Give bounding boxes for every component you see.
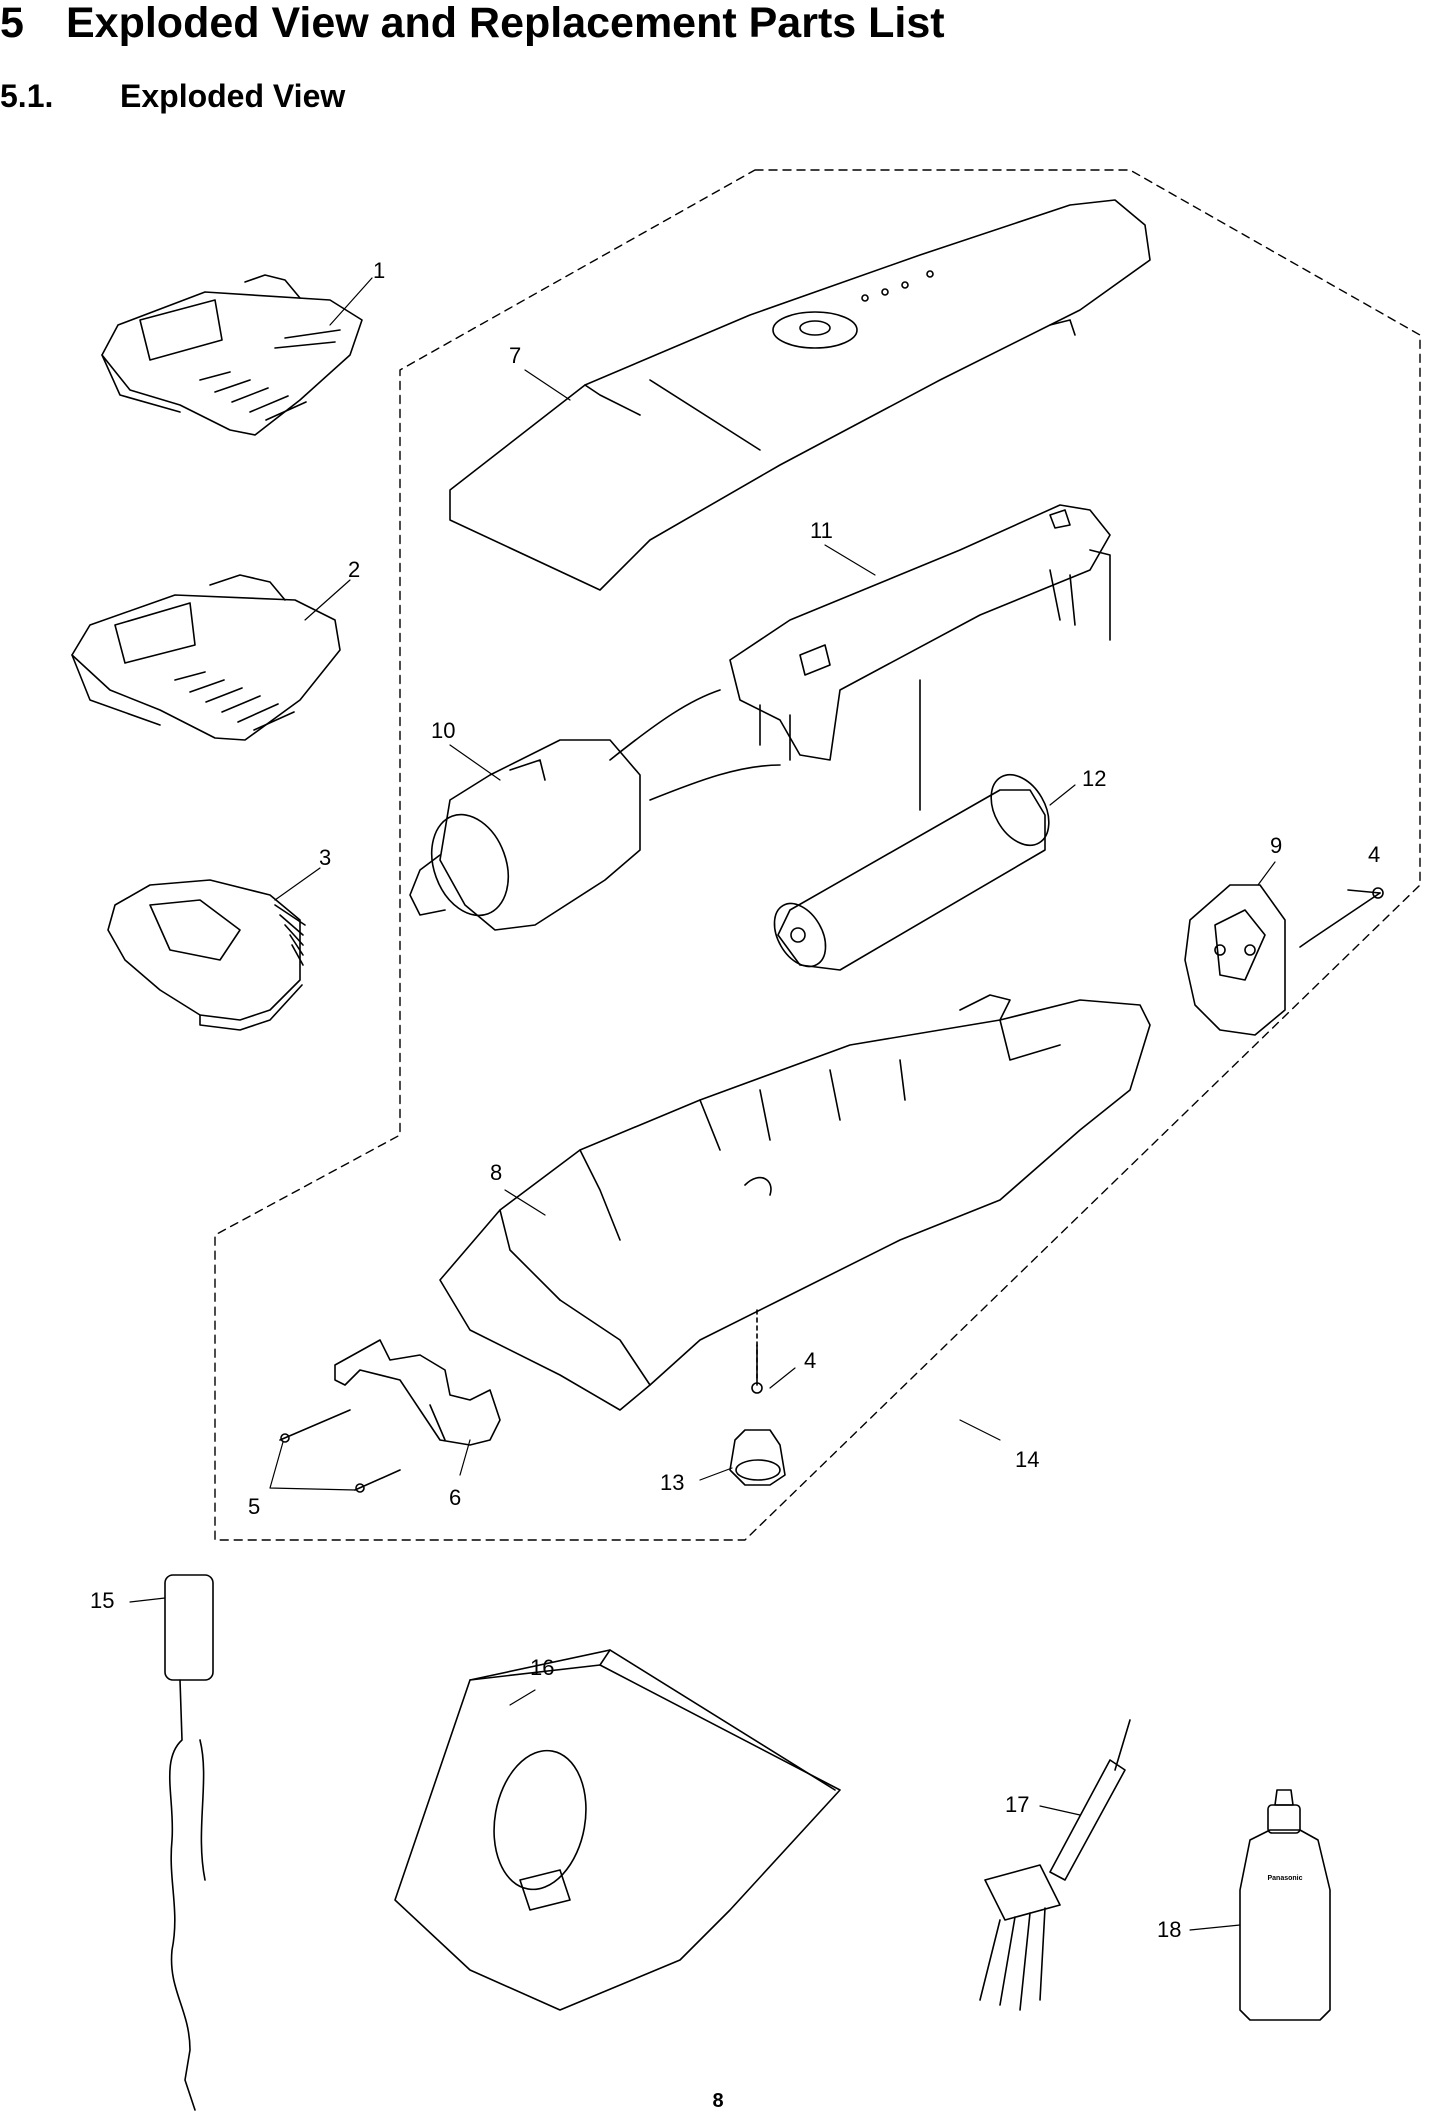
circuit-board-11 bbox=[729, 504, 1111, 811]
battery-12 bbox=[773, 773, 1050, 971]
callout-18: 18 bbox=[1157, 1917, 1181, 1942]
callout-9: 9 bbox=[1270, 833, 1282, 858]
callout-15: 15 bbox=[90, 1588, 114, 1613]
cleaning-brush-17 bbox=[979, 1719, 1131, 2011]
bracket-6 bbox=[334, 1339, 501, 1446]
callout-10: 10 bbox=[431, 718, 455, 743]
bottle-label: Panasonic bbox=[1267, 1875, 1302, 1882]
callout-3: 3 bbox=[319, 845, 331, 870]
callout-11: 11 bbox=[810, 518, 833, 543]
lower-case-8 bbox=[439, 994, 1151, 1411]
section-title: Exploded View and Replacement Parts List bbox=[66, 0, 945, 47]
callout-13: 13 bbox=[660, 1470, 684, 1495]
section-number: 5 bbox=[0, 0, 24, 47]
comb-attachment-1 bbox=[101, 274, 363, 436]
assembly-boundary bbox=[214, 169, 1421, 1541]
callout-17: 17 bbox=[1005, 1792, 1029, 1817]
end-cap-9 bbox=[1184, 884, 1286, 1036]
callout-6: 6 bbox=[449, 1485, 461, 1510]
callout-7: 7 bbox=[509, 343, 521, 368]
screw-4-top bbox=[1299, 887, 1384, 948]
screw-4-bottom bbox=[751, 1309, 763, 1394]
screw-5-upper bbox=[279, 1409, 351, 1443]
leader-lines bbox=[129, 277, 1276, 1931]
charging-stand-16 bbox=[394, 1649, 841, 2011]
callout-5: 5 bbox=[248, 1494, 260, 1519]
blade-assembly-3 bbox=[107, 879, 306, 1031]
callout-1: 1 bbox=[373, 258, 385, 283]
top-cover-7 bbox=[449, 199, 1151, 591]
motor-10 bbox=[409, 689, 781, 931]
ac-adapter-15 bbox=[164, 1574, 214, 2111]
callout-16: 16 bbox=[530, 1655, 554, 1680]
screw-5-lower bbox=[354, 1469, 401, 1493]
subsection-number: 5.1. bbox=[0, 78, 54, 114]
callout-12: 12 bbox=[1082, 766, 1106, 791]
subsection-title: Exploded View bbox=[120, 78, 346, 114]
callout-4-bottom: 4 bbox=[804, 1348, 816, 1373]
callout-labels: 1 2 3 4 4 5 6 7 8 9 10 11 12 13 14 15 16… bbox=[90, 258, 1380, 1942]
page-number: 8 bbox=[712, 2090, 724, 2112]
callout-2: 2 bbox=[348, 557, 360, 582]
callout-4-top: 4 bbox=[1368, 842, 1380, 867]
callout-14: 14 bbox=[1015, 1447, 1039, 1472]
callout-8: 8 bbox=[490, 1160, 502, 1185]
foot-13 bbox=[729, 1429, 786, 1486]
oil-bottle-18: Panasonic bbox=[1239, 1789, 1331, 2021]
comb-attachment-2 bbox=[71, 574, 341, 741]
